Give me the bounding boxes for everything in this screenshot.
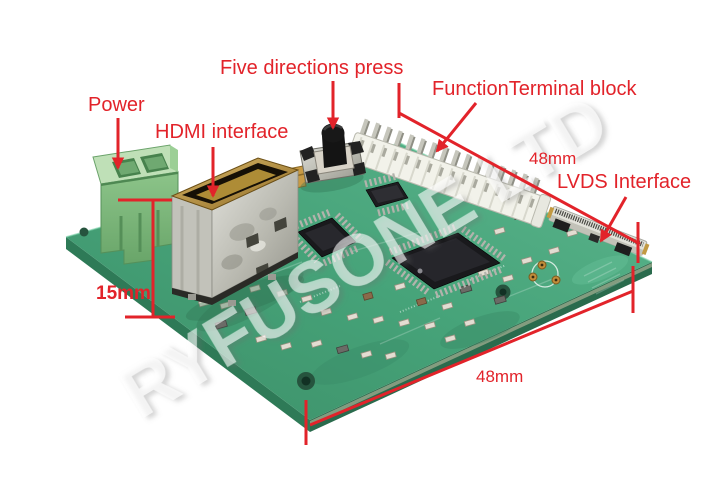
qfp-ic-large xyxy=(384,223,508,299)
dimension-top-48mm xyxy=(397,83,641,263)
annotation-lines xyxy=(111,81,641,445)
lvds-connector xyxy=(546,206,650,257)
pointer-lvds xyxy=(599,196,628,243)
label-function-terminal-block: FunctionTerminal block xyxy=(432,78,637,100)
dimension-value-bottom: 48mm xyxy=(476,367,524,386)
label-hdmi-interface: HDMI interface xyxy=(155,121,289,143)
qfp-ic-small xyxy=(290,208,364,267)
pointer-function-terminal xyxy=(435,102,478,153)
power-terminal-block xyxy=(92,144,179,265)
dimension-value-top: 48mm xyxy=(529,149,577,168)
dimension-value-height: 15mm xyxy=(96,283,151,304)
soic8-ic xyxy=(364,172,411,217)
gold-vias xyxy=(528,260,561,285)
label-power: Power xyxy=(88,94,145,116)
label-five-directions-press: Five directions press xyxy=(220,57,404,79)
mounting-holes xyxy=(79,227,511,390)
dimension-bottom-48mm xyxy=(304,266,635,445)
label-lvds-interface: LVDS Interface xyxy=(557,171,692,193)
dimension-left-15mm xyxy=(118,198,175,319)
function-terminal-block xyxy=(346,118,552,229)
